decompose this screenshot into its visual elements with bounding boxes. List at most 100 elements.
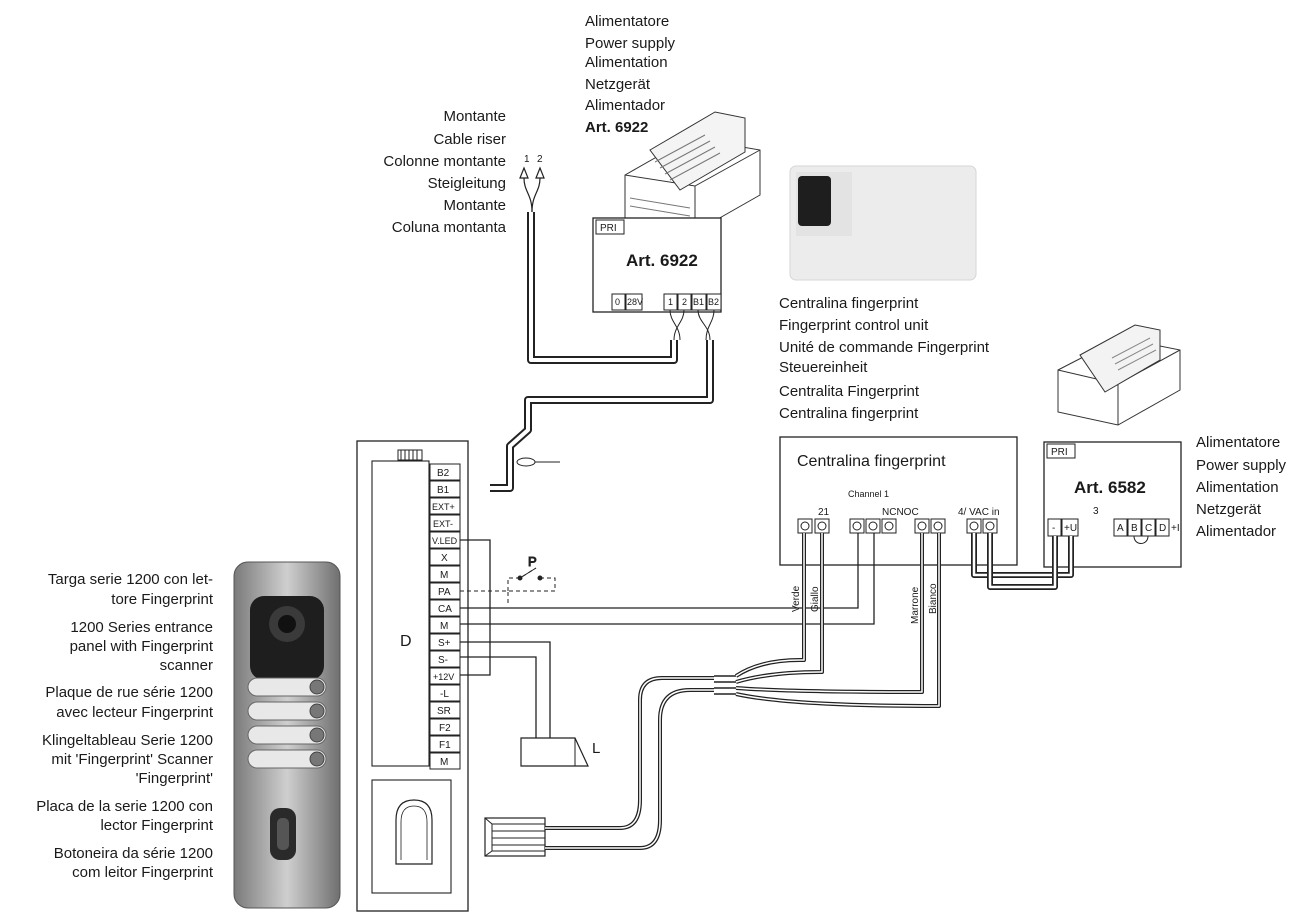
entrance-en-1: 1200 Series entrance xyxy=(70,619,213,636)
wire-marrone: Marrone xyxy=(910,586,921,624)
term-ext-plus: EXT+ xyxy=(432,502,455,512)
psu-top-line-5: Alimentador xyxy=(585,97,665,114)
control-unit-box: Centralina fingerprint Channel 1 21 NCNO… xyxy=(779,436,1018,566)
entrance-fr-2: avec lecteur Fingerprint xyxy=(56,704,214,721)
psu-right-term-minus: - xyxy=(1052,523,1055,534)
ac-cable xyxy=(971,533,1074,590)
psu-top-term-1: 1 xyxy=(668,297,673,307)
entrance-de-1: Klingeltableau Serie 1200 xyxy=(42,732,213,749)
psu-right-term-a: A xyxy=(1117,523,1124,534)
wire-giallo: Giallo xyxy=(810,586,821,612)
control-unit-label: Centralina fingerprint Fingerprint contr… xyxy=(779,295,990,422)
entrance-en-3: scanner xyxy=(160,657,213,674)
door-lock-l: L xyxy=(520,737,600,767)
cu-line-3: Unité de commande Fingerprint xyxy=(779,339,990,356)
switch-p-label: P xyxy=(528,554,537,569)
psu-right-line-1: Alimentatore xyxy=(1196,434,1280,451)
entrance-es-1: Placa de la serie 1200 con xyxy=(36,798,213,815)
entrance-de-2: mit 'Fingerprint' Scanner xyxy=(51,751,213,768)
psu-right-term-plus-i: +I xyxy=(1171,523,1180,534)
control-unit-image xyxy=(789,165,977,281)
cu-line-1: Centralina fingerprint xyxy=(779,295,919,312)
term-f2: F2 xyxy=(439,723,451,734)
psu-top-title: Art. 6922 xyxy=(626,251,698,270)
term-ca: CA xyxy=(438,604,452,615)
riser-line-5: Montante xyxy=(443,197,506,214)
entrance-en-2: panel with Fingerprint xyxy=(70,638,214,655)
psu-top-term-0: 0 xyxy=(615,297,620,307)
bus-cable-shield xyxy=(516,457,560,467)
psu-top-pri: PRI xyxy=(600,223,617,234)
riser-terminal-2: 2 xyxy=(537,154,543,165)
cu-line-6: Centralina fingerprint xyxy=(779,405,919,422)
psu-top-term-28v: 28V xyxy=(627,297,643,307)
psu-right-title: Art. 6582 xyxy=(1074,478,1146,497)
psu-right-term-b: B xyxy=(1131,523,1138,534)
term-12v: +12V xyxy=(433,672,454,682)
pushbutton-p: P xyxy=(460,554,556,604)
psu-right-pri: PRI xyxy=(1051,447,1068,458)
psu-right-box: PRI Art. 6582 3 - +U A B C D +I xyxy=(1043,441,1182,568)
psu-top-box: PRI Art. 6922 0 28V 1 2 B1 B2 xyxy=(592,217,722,313)
psu-top-label: Alimentatore Power supply Alimentation N… xyxy=(585,13,676,136)
term-minus-l: -L xyxy=(440,689,449,700)
term-ext-minus: EXT- xyxy=(433,519,453,529)
cu-nc: NCNOC xyxy=(882,507,919,518)
entrance-pt-1: Botoneira da série 1200 xyxy=(54,845,213,862)
psu-right-term-c: C xyxy=(1145,523,1152,534)
wire-verde: Verde xyxy=(791,585,802,612)
term-b1: B1 xyxy=(437,485,450,496)
riser-line-4: Steigleitung xyxy=(428,175,506,192)
riser-line-1: Montante xyxy=(443,108,506,125)
entrance-fr-1: Plaque de rue série 1200 xyxy=(45,684,213,701)
psu-right-line-3: Alimentation xyxy=(1196,479,1279,496)
psu-right-line-2: Power supply xyxy=(1196,457,1287,474)
entrance-de-3: 'Fingerprint' xyxy=(136,770,214,787)
psu-top-twists xyxy=(669,309,715,341)
cu-line-5: Centralita Fingerprint xyxy=(779,383,920,400)
psu-right-term-d: D xyxy=(1159,523,1166,534)
cu-vac: 4/ VAC in xyxy=(958,507,1000,518)
riser-cable xyxy=(527,212,678,364)
psu-right-line-4: Netzgerät xyxy=(1196,501,1262,518)
wire-bianco: Bianco xyxy=(928,583,939,614)
psu-top-line-2: Power supply xyxy=(585,35,676,52)
psu-right-label: Alimentatore Power supply Alimentation N… xyxy=(1196,434,1287,540)
term-m2: M xyxy=(440,621,448,632)
panel-terminal-block: B2 B1 EXT+ EXT- V.LED X M PA CA M S+ S- … xyxy=(429,463,461,770)
entrance-panel-labels: Targa serie 1200 con let- tore Fingerpri… xyxy=(36,571,214,881)
cu-line-4: Steuereinheit xyxy=(779,359,868,376)
riser-line-6: Coluna montanta xyxy=(392,219,507,236)
entrance-es-2: lector Fingerprint xyxy=(100,817,213,834)
riser-terminal-1: 1 xyxy=(524,154,530,165)
term-b2: B2 xyxy=(437,468,450,479)
entrance-it-2: tore Fingerprint xyxy=(111,591,214,608)
term-x: X xyxy=(441,553,448,564)
riser-label: Montante Cable riser Colonne montante St… xyxy=(383,108,543,236)
psu-top-device-image xyxy=(624,111,761,233)
cu-t21: 21 xyxy=(818,507,830,518)
psu-top-article: Art. 6922 xyxy=(585,119,648,136)
psu-top-line-3: Alimentation xyxy=(585,54,668,71)
bus-cable xyxy=(490,340,714,492)
riser-line-3: Colonne montante xyxy=(383,153,506,170)
panel-label-d: D xyxy=(400,633,412,650)
sensor-cable-bundle xyxy=(545,533,941,850)
term-vled: V.LED xyxy=(432,536,458,546)
psu-right-device-image xyxy=(1057,324,1181,426)
psu-top-line-1: Alimentatore xyxy=(585,13,669,30)
cu-line-2: Fingerprint control unit xyxy=(779,317,929,334)
control-unit-wire-labels: Verde Giallo Marrone Bianco xyxy=(791,583,939,624)
term-m3: M xyxy=(440,757,448,768)
riser-arrows xyxy=(519,166,545,213)
sensor-connector xyxy=(484,817,546,857)
psu-right-term-plus-u: +U xyxy=(1064,523,1077,534)
psu-right-t3: 3 xyxy=(1093,506,1099,517)
lock-l-label: L xyxy=(592,740,600,757)
term-s-plus: S+ xyxy=(438,638,451,649)
term-sr: SR xyxy=(437,706,451,717)
entrance-it-1: Targa serie 1200 con let- xyxy=(48,571,213,588)
term-f1: F1 xyxy=(439,740,451,751)
